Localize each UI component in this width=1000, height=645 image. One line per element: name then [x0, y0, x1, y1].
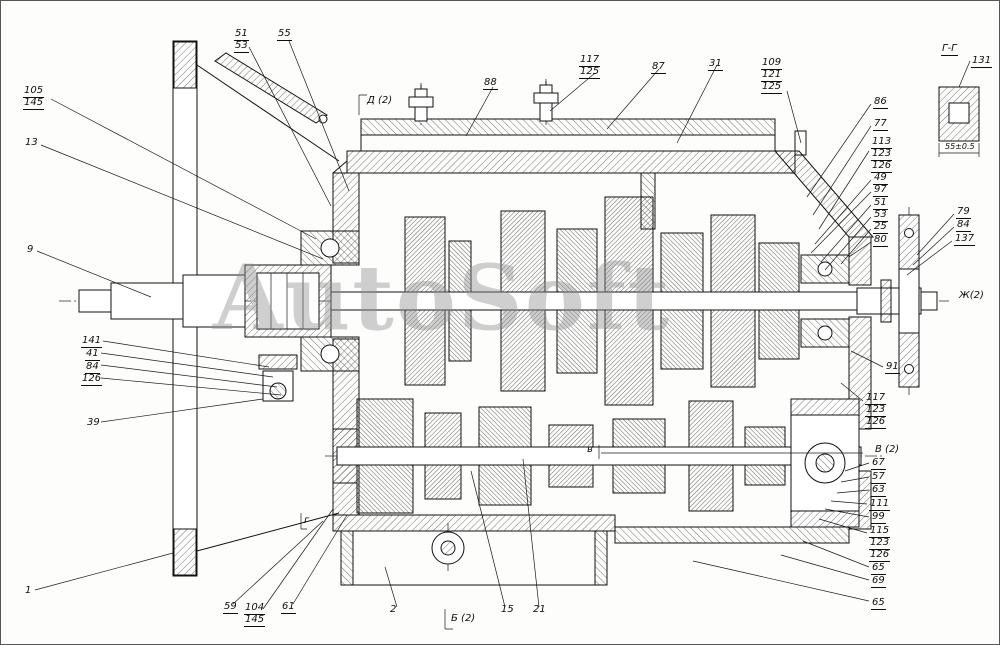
callout-141: 141 [81, 335, 103, 348]
section-marker-d: Д (2) [367, 95, 393, 106]
callout-84-right: 84 [956, 219, 971, 232]
callout-9: 9 [27, 244, 34, 255]
callout-53-right: 53 [873, 209, 888, 222]
section-marker-b: Б (2) [451, 613, 476, 624]
callout-15: 15 [501, 604, 514, 615]
callout-137: 137 [954, 233, 976, 246]
callout-55: 55 [277, 28, 292, 41]
top-cover [346, 118, 796, 230]
callout-65-b: 65 [871, 597, 886, 610]
callout-69: 69 [871, 575, 886, 588]
callout-41: 41 [85, 348, 100, 361]
section-view-gg [938, 86, 980, 157]
callout-125-top-right: 125 [761, 81, 783, 94]
bottom-housing [332, 514, 850, 586]
callout-111: 111 [869, 498, 891, 511]
callout-105: 105 [23, 85, 45, 98]
callout-97: 97 [873, 184, 888, 197]
section-title-gg: Г-Г [941, 43, 958, 56]
callout-65-a: 65 [871, 562, 886, 575]
callout-126-mid: 126 [865, 416, 887, 429]
callout-88: 88 [483, 77, 498, 90]
callout-67: 67 [871, 457, 886, 470]
callout-117-top: 117 [579, 54, 601, 67]
callout-84-left: 84 [85, 361, 100, 374]
section-marker-v-small: в [587, 444, 593, 455]
callout-21: 21 [533, 604, 546, 615]
callout-145-bottom: 145 [244, 614, 266, 627]
callout-126-upper: 126 [871, 160, 893, 173]
callout-117-mid: 117 [865, 392, 887, 405]
callout-79: 79 [956, 206, 971, 219]
callout-31: 31 [708, 58, 723, 71]
callout-51-right: 51 [873, 197, 888, 210]
callout-2: 2 [390, 604, 397, 615]
callout-104: 104 [244, 602, 266, 615]
callout-63: 63 [871, 484, 886, 497]
drain-plug [431, 531, 465, 565]
callout-53-top-left: 53 [234, 40, 249, 53]
callout-57: 57 [871, 471, 886, 484]
callout-145-left: 145 [23, 97, 45, 110]
callout-123-upper: 123 [871, 148, 893, 161]
callout-109: 109 [761, 57, 783, 70]
callout-61: 61 [281, 601, 296, 614]
callout-91: 91 [885, 361, 900, 374]
callout-126-left: 126 [81, 373, 103, 386]
callout-59: 59 [223, 601, 238, 614]
callout-80: 80 [873, 234, 888, 247]
callout-87: 87 [651, 61, 666, 74]
dimension-55: 55±0.5 [945, 142, 975, 151]
section-marker-zh: Ж(2) [959, 290, 984, 301]
callout-113: 113 [871, 136, 893, 149]
callout-39: 39 [87, 417, 100, 428]
cover-bolts [408, 81, 807, 156]
section-marker-v: В (2) [875, 444, 900, 455]
callout-13: 13 [25, 137, 38, 148]
view-flags [300, 94, 863, 630]
callout-123-lower: 123 [869, 537, 891, 550]
callout-77: 77 [873, 118, 888, 131]
callout-25: 25 [873, 221, 888, 234]
callout-115: 115 [869, 525, 891, 538]
leader-lines [34, 40, 971, 610]
callout-49: 49 [873, 172, 888, 185]
callout-126-lower: 126 [869, 549, 891, 562]
clutch-release-rod [214, 52, 328, 124]
front-wall-and-bearing [300, 160, 360, 516]
callout-121: 121 [761, 69, 783, 82]
callout-131: 131 [971, 55, 993, 68]
section-marker-g-small: г [304, 515, 310, 526]
callout-123-mid: 123 [865, 404, 887, 417]
callout-99: 99 [871, 511, 886, 524]
callout-86: 86 [873, 96, 888, 109]
callout-125-top: 125 [579, 66, 601, 79]
callout-51-top-left: 51 [234, 28, 249, 41]
output-flange [856, 214, 938, 388]
input-shaft [78, 264, 332, 338]
callout-1: 1 [25, 585, 32, 596]
